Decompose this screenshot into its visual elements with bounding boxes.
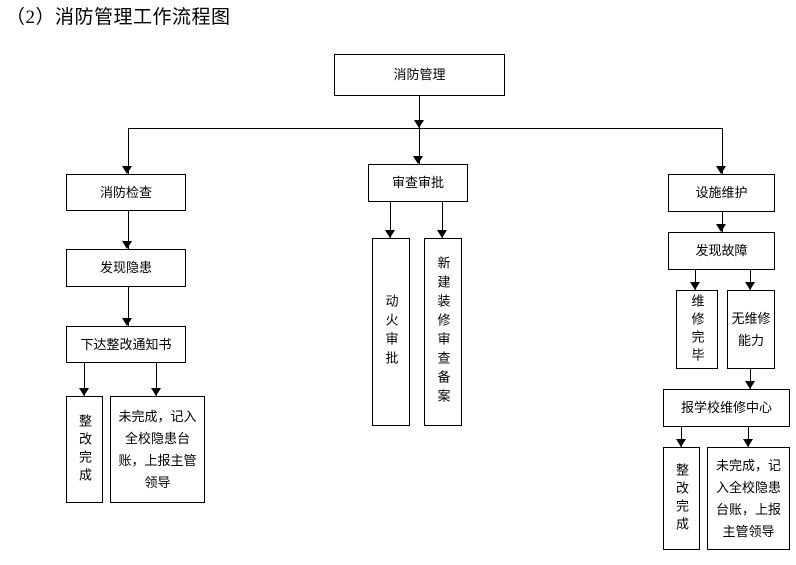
arrowhead-issue-notice-to-rectified-left [79, 388, 89, 396]
node-not-rectified-right-label: 未完成，记入全校隐患台账，上报主管领导 [715, 457, 781, 539]
connector-approval-to-construction-filing [442, 202, 443, 238]
arrowhead-approval-to-construction-filing [437, 230, 447, 238]
node-report-center[interactable]: 报学校维修中心 [663, 389, 790, 427]
node-find-fault-label: 发现故障 [695, 243, 748, 258]
arrowhead-report-center-to-rectified-right [676, 439, 686, 447]
node-branch-approval[interactable]: 审查审批 [368, 164, 468, 202]
node-issue-notice-label: 下达整改通知书 [80, 336, 172, 352]
connector-issue-notice-to-not-rectified-left [156, 363, 157, 396]
connector-find-fault-to-no-repair-capacity [750, 270, 751, 290]
connector-root-to-bus [419, 96, 420, 128]
node-issue-notice[interactable]: 下达整改通知书 [66, 326, 186, 363]
node-not-rectified-left-label: 未完成，记入全校隐患台账，上报主管领导 [118, 408, 197, 490]
node-not-rectified-right[interactable]: 未完成，记入全校隐患台账，上报主管领导 [707, 447, 790, 550]
arrowhead-report-center-to-not-rectified-right [743, 439, 753, 447]
connector-find-hazard-to-issue-notice [128, 287, 129, 326]
node-hot-work-approval[interactable]: 动火审批 [372, 238, 410, 426]
arrowhead-find-fault-to-no-repair-capacity [745, 282, 755, 290]
node-no-repair-capacity-label: 无维修能力 [731, 310, 771, 348]
node-rectified-right-label: 整改完成 [674, 462, 689, 535]
node-find-hazard-label: 发现隐患 [99, 260, 152, 275]
node-branch-maintenance-label: 设施维护 [695, 185, 748, 200]
node-branch-maintenance[interactable]: 设施维护 [668, 174, 775, 212]
arrowhead-no-repair-to-report-center [745, 381, 755, 389]
connector-find-fault-to-repair-done [695, 270, 696, 290]
connector-distribution-bus [128, 128, 722, 129]
node-rectified-left[interactable]: 整改完成 [66, 396, 103, 503]
node-not-rectified-left[interactable]: 未完成，记入全校隐患台账，上报主管领导 [110, 396, 205, 503]
node-root[interactable]: 消防管理 [334, 54, 505, 96]
node-repair-done[interactable]: 维修完毕 [676, 290, 718, 369]
node-branch-inspection-label: 消防检查 [99, 184, 152, 200]
arrowhead-bus-to-inspection [122, 166, 132, 174]
arrowhead-bus-to-maintenance [716, 166, 726, 174]
node-report-center-label: 报学校维修中心 [680, 400, 772, 415]
arrowhead-issue-notice-to-not-rectified-left [151, 388, 161, 396]
arrowhead-inspection-to-find-hazard [122, 241, 132, 249]
connector-report-center-to-not-rectified-right [748, 427, 749, 447]
node-branch-inspection[interactable]: 消防检查 [66, 174, 186, 211]
node-root-label: 消防管理 [393, 67, 446, 82]
connector-maintenance-to-find-fault [722, 212, 723, 232]
connector-bus-to-approval [419, 128, 420, 164]
arrowhead-maintenance-to-find-fault [716, 224, 726, 232]
connector-report-center-to-rectified-right [681, 427, 682, 447]
arrowhead-find-fault-to-repair-done [690, 282, 700, 290]
arrowhead-bus-to-approval [413, 156, 423, 164]
arrowhead-approval-to-hot-work [385, 230, 395, 238]
node-rectified-right[interactable]: 整改完成 [663, 447, 700, 550]
node-repair-done-label: 维修完毕 [689, 293, 705, 366]
connector-bus-to-maintenance [722, 128, 723, 174]
connector-inspection-to-find-hazard [128, 211, 129, 249]
connector-issue-notice-to-rectified-left [84, 363, 85, 396]
connector-approval-to-hot-work [390, 202, 391, 238]
node-find-fault[interactable]: 发现故障 [668, 232, 775, 270]
node-hot-work-approval-label: 动火审批 [383, 294, 399, 370]
node-find-hazard[interactable]: 发现隐患 [66, 249, 186, 287]
connector-bus-to-inspection [128, 128, 129, 174]
connector-no-repair-to-report-center [750, 369, 751, 389]
arrowhead-root-to-bus [414, 120, 424, 128]
node-construction-filing[interactable]: 新建装修审查备案 [424, 238, 462, 426]
node-no-repair-capacity[interactable]: 无维修能力 [727, 290, 775, 369]
arrowhead-find-hazard-to-issue-notice [122, 318, 132, 326]
node-rectified-left-label: 整改完成 [77, 413, 92, 486]
page-title: （2）消防管理工作流程图 [6, 7, 231, 28]
node-branch-approval-label: 审查审批 [391, 175, 444, 190]
node-construction-filing-label: 新建装修审查备案 [435, 256, 451, 408]
